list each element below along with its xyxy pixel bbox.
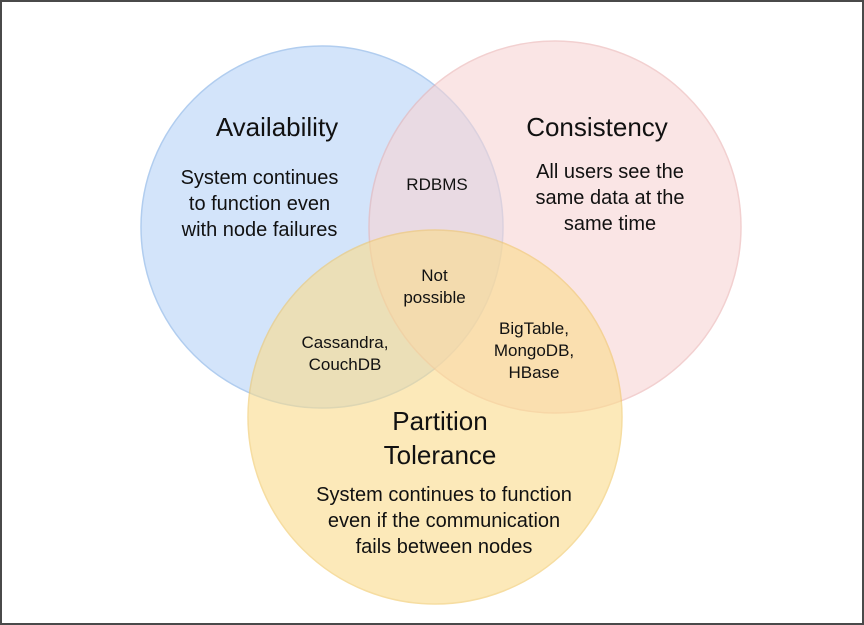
overlap-cp-line: HBase <box>508 363 560 382</box>
overlap-availability-consistency: RDBMS <box>387 174 487 196</box>
overlap-cp-line: BigTable, <box>499 319 569 338</box>
availability-desc-line: with node failures <box>181 219 338 241</box>
consistency-description: All users see the same data at the same … <box>510 159 710 237</box>
partition-title-line: Partition <box>392 406 488 436</box>
overlap-center: Not possible <box>387 265 482 309</box>
partition-desc-line: fails between nodes <box>355 536 533 558</box>
overlap-ap-line: Cassandra, <box>301 333 389 352</box>
partition-title-line: Tolerance <box>383 440 497 470</box>
partition-description: System continues to function even if the… <box>284 482 604 560</box>
partition-desc-line: System continues to function <box>316 484 572 506</box>
partition-circle <box>247 229 623 605</box>
overlap-cp-line: MongoDB, <box>493 341 575 360</box>
consistency-desc-line: same data at the <box>535 187 685 209</box>
partition-desc-line: even if the communication <box>327 510 561 532</box>
consistency-title: Consistency <box>526 112 668 142</box>
availability-title: Availability <box>215 112 339 142</box>
consistency-desc-line: same time <box>563 213 657 235</box>
availability-desc-line: System continues <box>180 167 339 189</box>
overlap-ac-line: RDBMS <box>406 175 468 194</box>
consistency-desc-line: All users see the <box>536 161 684 183</box>
overlap-availability-partition: Cassandra, CouchDB <box>285 332 405 376</box>
overlap-center-line: Not <box>421 266 448 285</box>
partition-title: Partition Tolerance <box>330 404 550 472</box>
availability-description: System continues to function even with n… <box>157 165 362 243</box>
overlap-center-line: possible <box>403 288 466 307</box>
overlap-ap-line: CouchDB <box>308 355 382 374</box>
overlap-consistency-partition: BigTable, MongoDB, HBase <box>475 318 593 384</box>
availability-desc-line: to function even <box>188 193 331 215</box>
